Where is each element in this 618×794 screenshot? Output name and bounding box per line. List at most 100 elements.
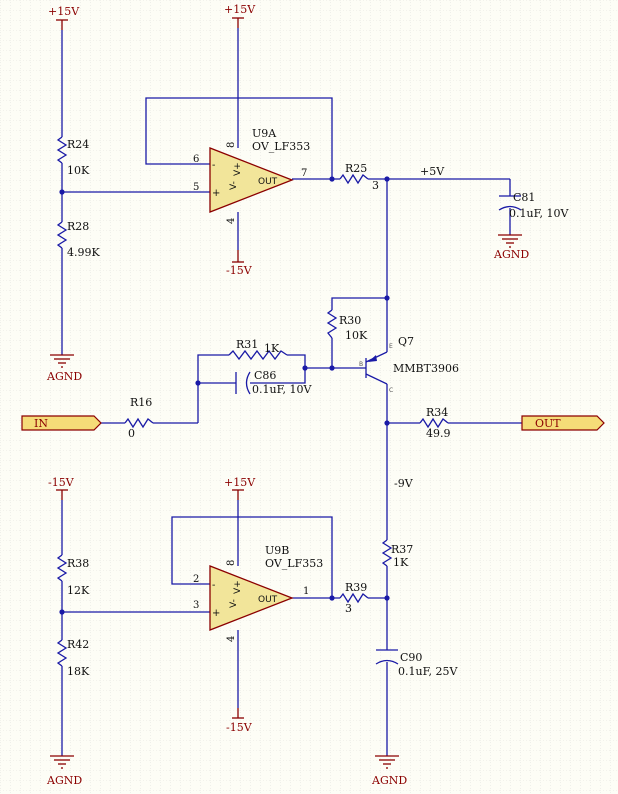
u9b-ref: U9B [265,544,289,557]
u9b-part: OV_LF353 [265,557,323,570]
port-out-label: OUT [535,417,561,430]
r28-value: 4.99K [67,246,100,259]
opamp-u9b: - + V- V+ OUT 2 3 1 8 4 U9B OV_LF353 [193,544,323,642]
transistor-q7: Q7 MMBT3906 E B C [359,335,459,394]
n15-label-u9a: -15V [226,264,253,277]
r16-ref: R16 [130,396,152,409]
net-label-p5: +5V [420,165,445,178]
u9b-out-label: OUT [258,595,278,605]
u9a-vplus: V+ [233,162,243,176]
u9a-minus: - [212,160,215,171]
u9a-plus: + [212,188,220,199]
u9a-pin8: 8 [226,142,237,148]
ground-c90: AGND [371,755,407,787]
capacitor-c90: C90 0.1uF, 25V [375,649,458,678]
q7-pin-e: E [389,343,393,350]
ground-r42: AGND [46,755,82,787]
agnd-label-4: AGND [371,774,407,787]
port-in: IN [21,415,102,431]
u9b-pin8: 8 [226,560,237,566]
capacitor-c81: C81 0.1uF, 10V [498,191,569,220]
u9a-pin6: 6 [193,154,199,165]
q7-part: MMBT3906 [393,362,459,375]
q7-ref: Q7 [398,335,414,348]
r37-value: 1K [393,556,409,569]
junctions [59,176,390,615]
resistor-r42: R42 18K [56,638,90,678]
r30-ref: R30 [339,314,361,327]
u9b-pin4: 4 [226,636,237,642]
resistor-r30: R30 10K [326,309,368,342]
agnd-label-2: AGND [493,248,529,261]
u9a-pin5: 5 [193,182,199,193]
capacitor-c86: C86 0.1uF, 10V [235,369,312,396]
p15-rail-left: +15V [48,5,80,30]
p15-label-left: +15V [48,5,80,18]
r28-ref: R28 [67,220,89,233]
c90-ref: C90 [400,651,422,664]
c81-ref: C81 [513,191,535,204]
ground-c81: AGND [493,234,529,261]
u9b-vminus: V- [229,599,239,608]
r37-ref: R37 [391,543,413,556]
u9b-pin1: 1 [303,586,309,597]
resistor-r38: R38 12K [56,554,90,597]
u9b-minus: - [212,580,215,591]
c90-value: 0.1uF, 25V [398,665,458,678]
u9b-plus: + [212,608,220,619]
r31-ref: R31 [236,338,258,351]
u9a-ref: U9A [252,127,277,140]
c86-value: 0.1uF, 10V [252,383,312,396]
n15-rail-u9a: -15V [226,250,253,277]
r24-value: 10K [67,164,90,177]
u9a-vminus: V- [229,181,239,190]
wires-lower [61,423,388,756]
resistor-r37: R37 1K [381,539,413,569]
resistor-r39: R39 3 [339,581,369,615]
agnd-label-3: AGND [46,774,82,787]
u9b-pin3: 3 [193,600,199,611]
u9a-part: OV_LF353 [252,140,310,153]
r42-ref: R42 [67,638,89,651]
resistor-r16: R16 0 [124,396,154,440]
p15-rail-u9b: +15V [224,476,256,500]
ground-r28: AGND [46,354,82,383]
c81-value: 0.1uF, 10V [509,207,569,220]
agnd-label-1: AGND [46,370,82,383]
n15-rail-u9b: -15V [226,708,253,734]
p15-label-u9b: +15V [224,476,256,489]
p15-label-u9a: +15V [224,3,256,16]
u9b-vplus: V+ [233,580,243,594]
resistor-r34: R34 49.9 [419,406,451,440]
r39-ref: R39 [345,581,367,594]
q7-pin-c: C [389,387,393,394]
resistor-r24: R24 10K [56,136,90,177]
u9a-pin7: 7 [301,168,307,179]
port-out: OUT [521,415,605,431]
u9a-out-label: OUT [258,177,278,187]
u9b-pin2: 2 [193,574,199,585]
r25-ref: R25 [345,162,367,175]
resistor-r25: R25 3 [339,162,379,192]
q7-pin-b: B [359,361,363,368]
r39-value: 3 [345,602,352,615]
wires-upper [61,28,522,424]
opamp-u9a: - + V- V+ OUT 6 5 7 8 4 U9A OV_LF353 [193,127,310,224]
n15-label-u9b: -15V [226,721,253,734]
r31-value: 1K [264,342,280,355]
p15-rail-u9a: +15V [224,3,256,28]
r25-value: 3 [372,179,379,192]
r30-value: 10K [345,329,368,342]
n15-rail-left: -15V [48,476,75,500]
r34-value: 49.9 [426,427,451,440]
resistor-r28: R28 4.99K [56,220,100,259]
resistor-r31: R31 1K [228,338,288,361]
r24-ref: R24 [67,138,89,151]
r38-value: 12K [67,584,90,597]
r34-ref: R34 [426,406,448,419]
c86-ref: C86 [254,369,276,382]
net-label-n9: -9V [394,477,414,490]
n15-label-left: -15V [48,476,75,489]
